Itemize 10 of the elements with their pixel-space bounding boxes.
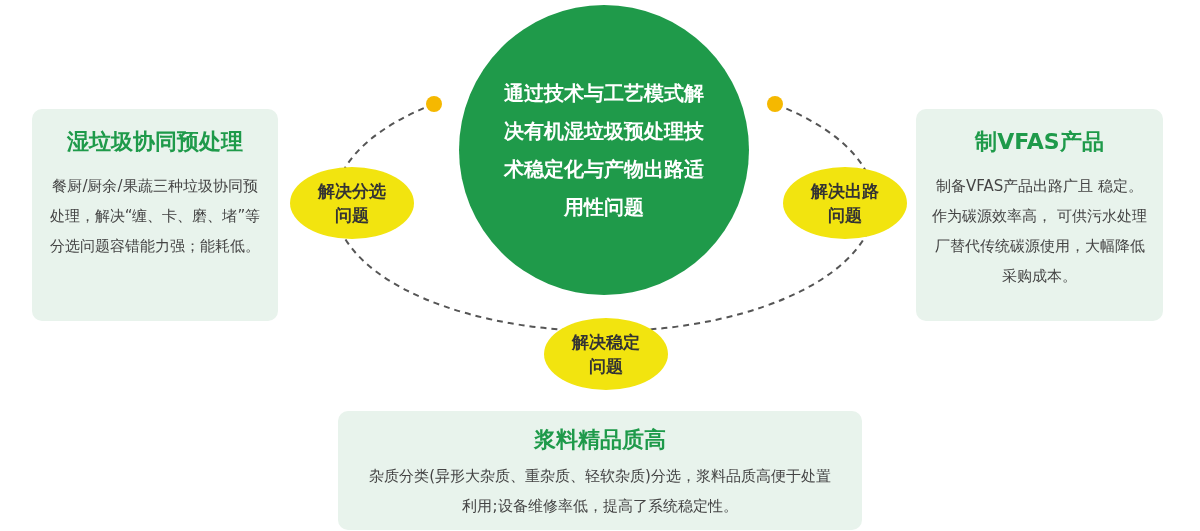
card-heading: 制VFAS产品 xyxy=(973,128,1105,156)
card-text: 杂质分类(异形大杂质、重杂质、轻软杂质)分选，浆料品质高便于处置利用;设备维修率低，提高了系统稳定性。 xyxy=(368,466,832,517)
card-heading: 湿垃圾协同预处理 xyxy=(66,128,244,156)
ellipse-text: 解决稳定问题 xyxy=(570,331,641,378)
ellipse-text: 解决分选问题 xyxy=(316,180,387,227)
circle-text: 通过技术与工艺模式解决有机湿垃圾预处理技术稳定化与产物出路适用性问题 xyxy=(502,80,705,221)
ellipse-text: 解决出路问题 xyxy=(809,180,880,227)
card-text: 制备VFAS产品出路广且 稳定。作为碳源效率高， 可供污水处理厂替代传统碳源使用，大幅降低采购成本。 xyxy=(931,176,1148,287)
card-text: 餐厨/厨余/果蔬三种垃圾协同预处理，解决“缠、卡、磨、堵”等分选问题容错能力强；能耗低。 xyxy=(48,176,262,257)
card-heading: 浆料精品质高 xyxy=(533,426,667,454)
